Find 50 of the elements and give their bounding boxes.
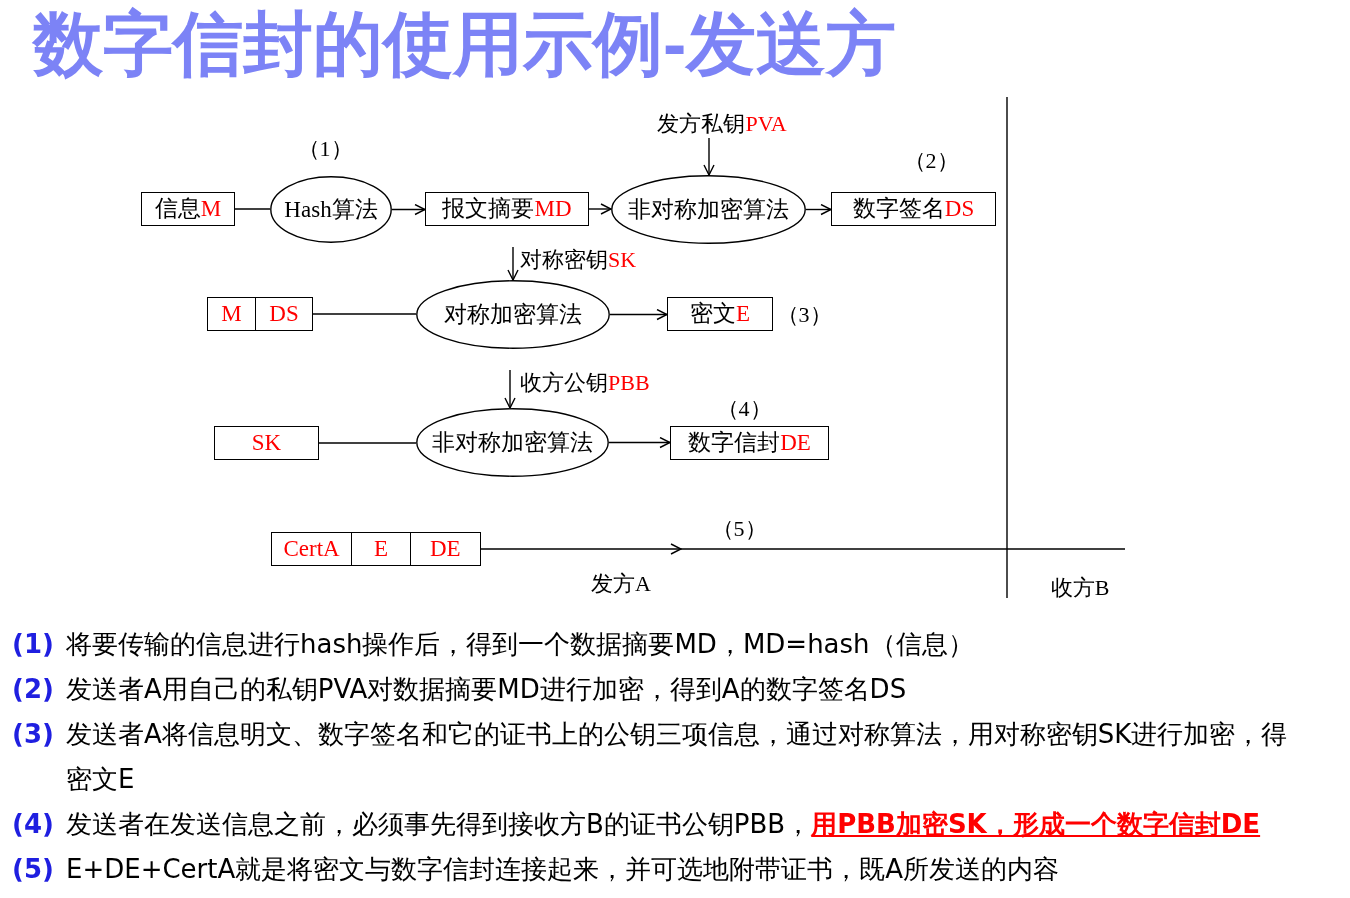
step-number: （2） xyxy=(903,147,959,175)
data-box: 数字签名DS xyxy=(831,192,996,226)
record-entry: DE xyxy=(409,533,480,565)
record-entry: E xyxy=(351,533,410,565)
step-number: （4） xyxy=(716,395,772,423)
party-label: 发方A xyxy=(591,570,651,598)
key-label: 收方公钥PBB xyxy=(510,370,670,397)
record-box xyxy=(207,297,313,331)
key-label: 发方私钥PVA xyxy=(646,111,798,138)
list-number: (3) xyxy=(12,718,54,751)
list-item-text: 发送者A将信息明文、数字签名和它的证书上的公钥三项信息，通过对称算法，用对称密钥SK进行加密，得密文E xyxy=(66,718,1289,796)
connector-line xyxy=(318,442,417,444)
edge-label: （5） xyxy=(711,515,767,543)
arrow xyxy=(703,137,715,176)
data-box: 信息M xyxy=(141,192,235,226)
list-item-text: 将要传输的信息进行hash操作后，得到一个数据摘要MD，MD=hash（信息） xyxy=(66,628,975,661)
list-item-text: E+DE+CertA就是将密文与数字信封连接起来，并可选地附带证书，既A所发送的内容 xyxy=(66,853,1061,886)
list-number: (2) xyxy=(12,673,54,706)
key-label: 对称密钥SK xyxy=(513,247,655,274)
list-number: (4) xyxy=(12,808,54,841)
arrow xyxy=(480,543,682,555)
list-number: (5) xyxy=(12,853,54,886)
slide-title: 数字信封的使用示例-发送方 xyxy=(33,6,897,82)
list-item-text: 发送者A用自己的私钥PVA对数据摘要MD进行加密，得到A的数字签名DS xyxy=(66,673,908,706)
arrow xyxy=(504,369,516,409)
step-number: （3） xyxy=(776,301,832,329)
process-ellipse: Hash算法 xyxy=(270,176,392,243)
record-entry: M xyxy=(220,300,243,329)
data-box: 数字信封DE xyxy=(670,426,829,460)
data-box: SK xyxy=(214,426,319,460)
arrow xyxy=(507,246,519,281)
arrow xyxy=(608,436,671,449)
connector-line xyxy=(234,208,271,210)
record-entry: CertA xyxy=(282,535,341,564)
step-number: （1） xyxy=(297,135,353,163)
arrow xyxy=(391,203,426,216)
list-item-text: 发送者在发送信息之前，必须事先得到接收方B的证书公钥PBB，用PBB加密SK，形成一个数字信封DE xyxy=(66,808,1262,841)
process-ellipse: 对称加密算法 xyxy=(416,280,610,349)
list-number: (1) xyxy=(12,628,54,661)
connector-line xyxy=(312,313,417,315)
process-ellipse: 非对称加密算法 xyxy=(611,175,806,244)
record-entry: DS xyxy=(255,298,312,330)
arrow xyxy=(609,308,668,321)
party-label: 收方B xyxy=(1050,574,1110,602)
data-box: 报文摘要MD xyxy=(425,192,589,226)
arrow xyxy=(805,203,832,216)
record-box xyxy=(271,532,481,566)
arrow xyxy=(588,203,612,215)
data-box: 密文E xyxy=(667,297,773,331)
process-ellipse: 非对称加密算法 xyxy=(416,408,609,477)
